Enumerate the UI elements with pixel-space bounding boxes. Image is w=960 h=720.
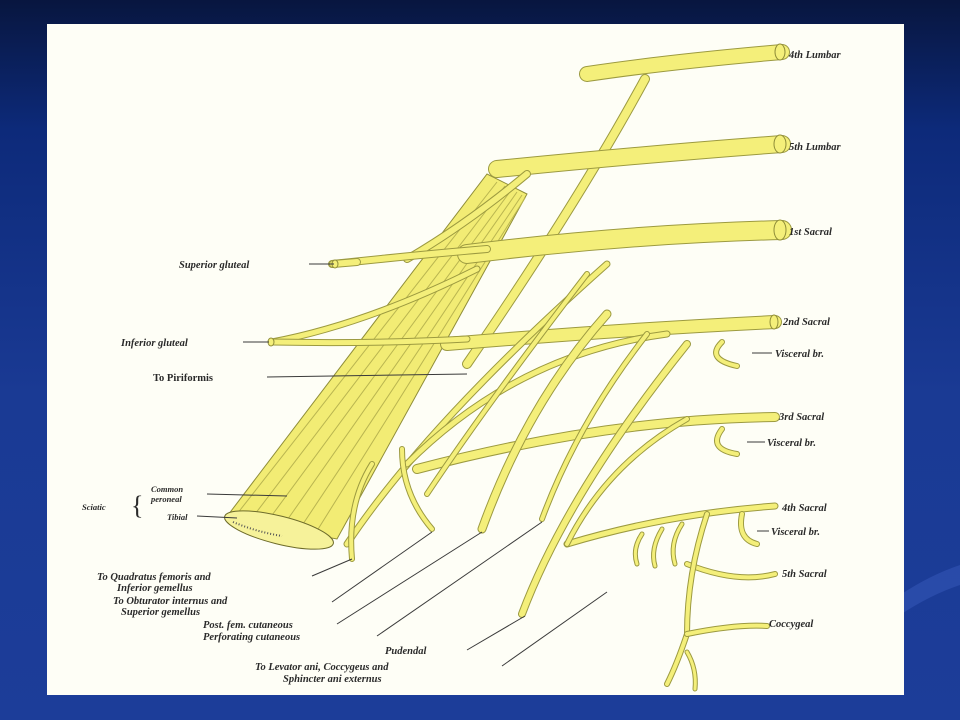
- label-tibial: Tibial: [167, 512, 188, 522]
- plexus-branches: [267, 170, 760, 618]
- label-superior-gluteal: Superior gluteal: [179, 260, 249, 271]
- nerve-roots: [412, 43, 792, 692]
- label-visceral-br-2: Visceral br.: [767, 438, 816, 449]
- label-1st-sacral: 1st Sacral: [789, 227, 832, 238]
- label-coccygeal: Coccygeal: [769, 619, 813, 630]
- label-levator-1: To Levator ani, Coccygeus and: [255, 662, 389, 673]
- label-4th-lumbar: 4th Lumbar: [788, 50, 842, 61]
- label-visceral-br-1: Visceral br.: [775, 349, 824, 360]
- label-4th-sacral: 4th Sacral: [781, 503, 827, 514]
- sciatic-brace: {: [131, 491, 143, 520]
- label-obturator-2: Superior gemellus: [121, 607, 200, 618]
- label-2nd-sacral: 2nd Sacral: [782, 317, 830, 328]
- label-obturator-1: To Obturator internus and: [113, 596, 228, 607]
- label-pudendal: Pudendal: [385, 646, 427, 657]
- label-visceral-br-3: Visceral br.: [771, 527, 820, 538]
- decorative-swoosh: [900, 565, 960, 615]
- label-common-peroneal-1: Common: [151, 484, 183, 494]
- label-perforating: Perforating cutaneous: [203, 632, 300, 643]
- label-to-piriformis: To Piriformis: [153, 373, 213, 384]
- label-levator-2: Sphincter ani externus: [283, 674, 382, 685]
- label-sciatic: Sciatic: [82, 502, 106, 512]
- label-common-peroneal-2: peroneal: [150, 494, 182, 504]
- leader-lines: [196, 263, 772, 667]
- label-post-fem: Post. fem. cutaneous: [203, 620, 293, 631]
- label-quadratus-2: Inferior gemellus: [116, 583, 193, 594]
- label-quadratus-1: To Quadratus femoris and: [97, 572, 211, 583]
- label-inferior-gluteal: Inferior gluteal: [120, 338, 188, 349]
- sacral-plexus-diagram: 4th Lumbar 5th Lumbar 1st Sacral 2nd Sac…: [82, 43, 842, 692]
- sciatic-trunk: [224, 173, 528, 550]
- label-3rd-sacral: 3rd Sacral: [778, 412, 824, 423]
- label-5th-lumbar: 5th Lumbar: [789, 142, 842, 153]
- diagram-panel: 4th Lumbar 5th Lumbar 1st Sacral 2nd Sac…: [47, 24, 904, 695]
- label-5th-sacral: 5th Sacral: [782, 569, 827, 580]
